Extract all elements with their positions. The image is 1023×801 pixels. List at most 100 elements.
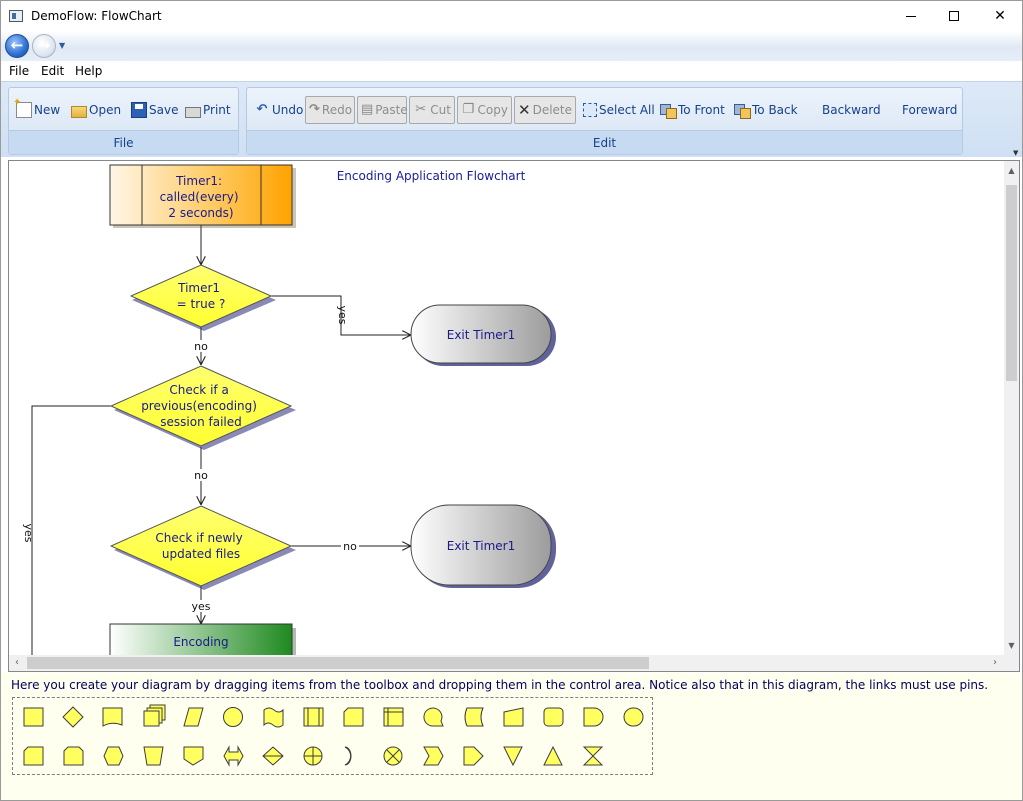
document-shape-icon[interactable] (102, 707, 123, 727)
summing-junction-shape-icon[interactable] (303, 746, 323, 766)
node-decision-timer-line-2: = true ? (177, 297, 226, 311)
off-page-connector-shape-icon[interactable] (183, 746, 204, 766)
paste-label: Paste (375, 103, 408, 117)
menu-help[interactable]: Help (75, 64, 103, 78)
scroll-up-icon[interactable]: ▲ (1008, 166, 1015, 175)
history-dropdown-icon[interactable]: ▼ (59, 41, 66, 50)
minimize-button[interactable] (888, 1, 934, 31)
node-decision-prev-line-3: session failed (160, 415, 241, 429)
node-decision-new-text: Check if newly updated files (155, 531, 246, 561)
shape-toolbox (12, 697, 653, 775)
copy-button[interactable]: ❐Copy (457, 96, 512, 124)
horizontal-scrollbar[interactable]: ‹ › (9, 655, 1004, 671)
chevron-shape-icon[interactable] (423, 746, 444, 766)
forward-arrow-icon: → (37, 36, 51, 54)
backward-button[interactable]: Backward (819, 96, 884, 124)
forward-button[interactable]: → (32, 34, 56, 58)
back-button[interactable]: ← (5, 34, 29, 58)
or-junction-shape-icon[interactable] (383, 746, 403, 766)
node-decision-prev-line-2: previous(encoding) (141, 399, 257, 413)
collate-shape-icon[interactable] (582, 746, 604, 766)
select-all-button[interactable]: Select All (580, 96, 658, 124)
scroll-left-icon[interactable]: ‹ (15, 657, 19, 668)
card-shape-icon[interactable] (343, 707, 364, 727)
merge-shape-icon[interactable] (503, 746, 523, 767)
foreward-button[interactable]: Foreward (899, 96, 960, 124)
open-button[interactable]: Open (68, 96, 124, 124)
maximize-button[interactable] (931, 1, 977, 31)
vertical-scroll-thumb[interactable] (1006, 185, 1017, 381)
horizontal-scroll-thumb[interactable] (27, 657, 649, 669)
delay-shape-icon[interactable] (583, 707, 604, 727)
new-button[interactable]: New (13, 96, 63, 124)
delete-button[interactable]: ✕Delete (514, 96, 576, 124)
rectangle-shape-icon[interactable] (23, 707, 44, 727)
double-arrow-shape-icon[interactable] (223, 745, 244, 767)
open-label: Open (89, 103, 122, 117)
hexagon-shape-icon[interactable] (103, 746, 124, 766)
node-timer-box[interactable]: Timer1: called(every) 2 seconds) (109, 164, 296, 228)
node-decision-timer-line-1: Timer1 (177, 281, 220, 295)
close-icon: ✕ (994, 8, 1006, 24)
paste-button[interactable]: ▤Paste (357, 96, 408, 124)
undo-label: Undo (272, 103, 304, 117)
link-check-prev-yes-left[interactable] (31, 405, 111, 655)
label-bg (192, 340, 210, 352)
moon-shape-icon[interactable] (344, 746, 352, 766)
undo-icon: ↶ (256, 102, 268, 117)
print-button[interactable]: Print (182, 96, 234, 124)
node-decision-new[interactable]: Check if newly updated files (109, 505, 296, 590)
manual-input-shape-icon[interactable] (503, 707, 524, 727)
sort-shape-icon[interactable] (262, 746, 284, 766)
loop-limit-shape-icon[interactable] (63, 746, 84, 766)
circle-shape-icon[interactable] (223, 707, 243, 727)
rounded-rectangle-shape-icon[interactable] (543, 707, 564, 727)
node-timer-line-3: 2 seconds) (168, 206, 233, 220)
toolbox-panel: Here you create your diagram by dragging… (1, 673, 1022, 800)
node-exit-timer-2[interactable]: Exit Timer1 (410, 504, 556, 588)
flowchart-svg: no no no yes yes yes Encoding Applicatio… (22, 164, 556, 655)
cut-button[interactable]: ✂Cut (409, 96, 455, 124)
link-label-yes-to-exit: yes (336, 305, 349, 324)
manual-operation-shape-icon[interactable] (143, 746, 164, 766)
node-exit-timer-1[interactable]: Exit Timer1 (410, 304, 556, 366)
scroll-down-icon[interactable]: ▼ (1008, 641, 1015, 650)
node-encoding-text: Encoding (173, 635, 228, 649)
redo-button[interactable]: ↷Redo (305, 96, 355, 124)
ribbon-group-file: New Open Save Print File (8, 87, 239, 155)
sequential-data-shape-icon[interactable] (423, 707, 444, 727)
scroll-right-icon[interactable]: › (993, 657, 997, 668)
octagon-cut-shape-icon[interactable] (23, 746, 44, 766)
delay-right-shape-icon[interactable] (463, 746, 484, 766)
diamond-shape-icon[interactable] (62, 706, 84, 728)
hint-text: Here you create your diagram by dragging… (11, 678, 989, 692)
label-bg (341, 540, 359, 552)
terminator-shape-icon[interactable] (623, 707, 644, 727)
undo-button[interactable]: ↶ Undo (251, 96, 306, 124)
close-button[interactable]: ✕ (977, 1, 1022, 31)
redo-label: Redo (321, 103, 353, 117)
link-label-yes-left: yes (22, 523, 35, 542)
toolbox-shapes-svg (23, 704, 644, 767)
menu-file[interactable]: File (9, 64, 30, 78)
predefined-process-shape-icon[interactable] (303, 707, 324, 727)
extract-shape-icon[interactable] (543, 745, 563, 766)
stored-data-shape-icon[interactable] (464, 707, 484, 727)
ribbon-expand-icon[interactable]: ▼ (1013, 149, 1019, 157)
internal-storage-shape-icon[interactable] (383, 707, 404, 727)
node-timer-text: Timer1: called(every) 2 seconds) (160, 174, 243, 220)
node-decision-timer[interactable]: Timer1 = true ? (129, 264, 276, 331)
save-button[interactable]: Save (128, 96, 181, 124)
to-back-button[interactable]: To Back (731, 96, 801, 124)
diagram-canvas[interactable]: no no no yes yes yes Encoding Applicatio… (9, 161, 1004, 655)
link-decision-yes-to-exit[interactable] (271, 295, 410, 335)
node-encoding[interactable]: Encoding (109, 623, 296, 655)
menu-edit[interactable]: Edit (41, 64, 65, 78)
multi-document-shape-icon[interactable] (143, 704, 166, 727)
node-decision-prev[interactable]: Check if a previous(encoding) session fa… (109, 365, 296, 450)
tape-shape-icon[interactable] (263, 707, 284, 728)
link-label-no-1: no (194, 340, 208, 353)
parallelogram-shape-icon[interactable] (183, 707, 204, 727)
vertical-scrollbar[interactable]: ▲ ▼ (1004, 161, 1019, 655)
to-front-button[interactable]: To Front (657, 96, 728, 124)
